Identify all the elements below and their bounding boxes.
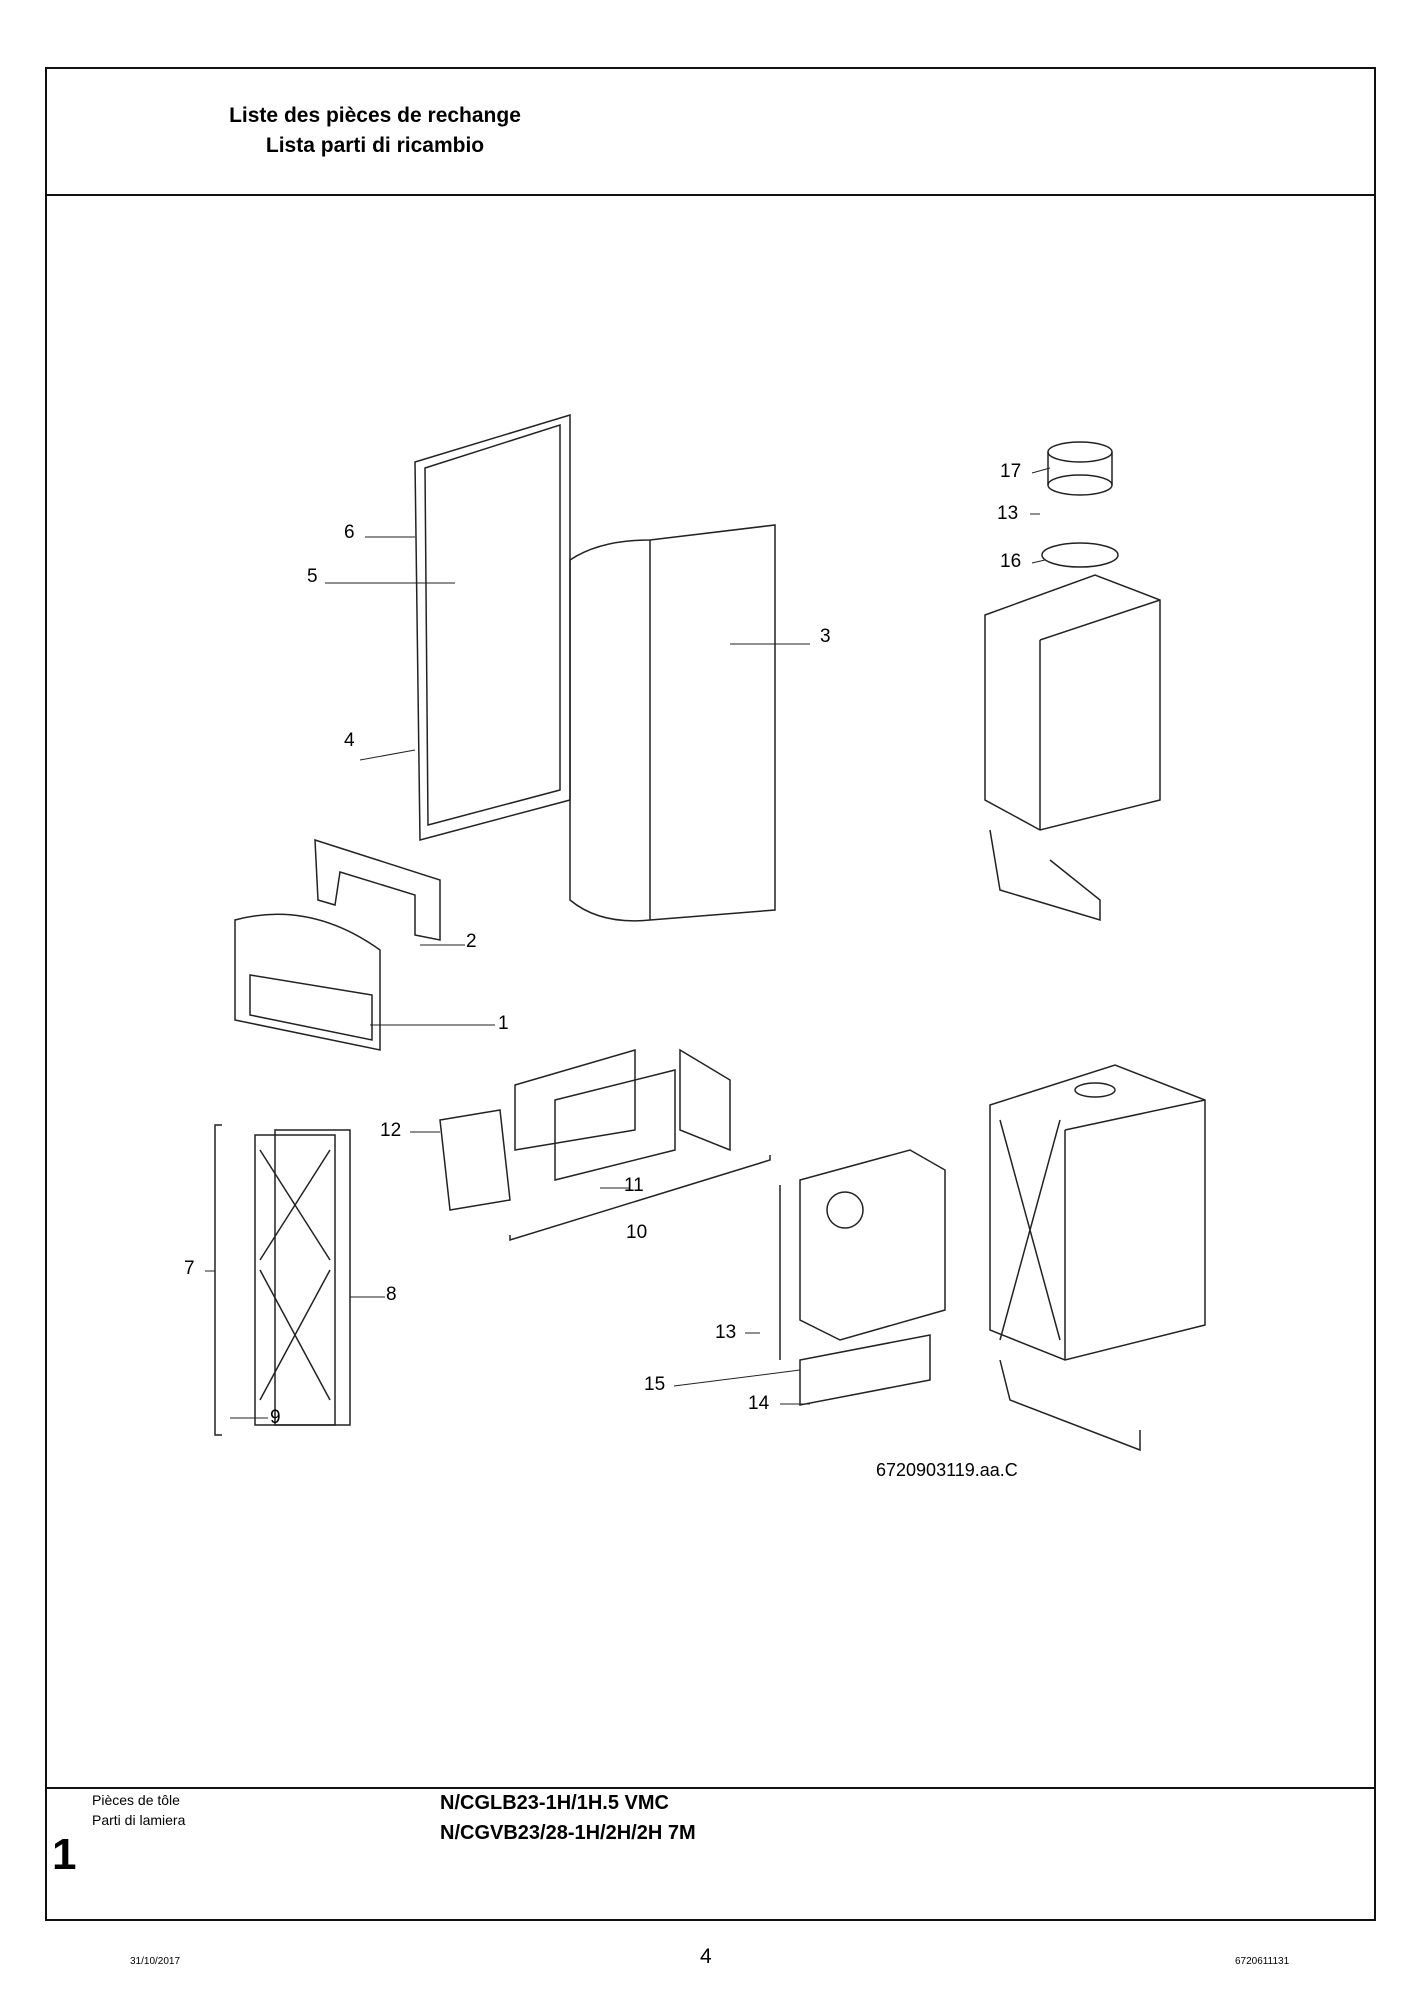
callout-2: 2	[466, 931, 477, 952]
callout-12: 12	[380, 1120, 402, 1141]
callout-3: 3	[820, 626, 831, 647]
model-line-1: N/CGLB23-1H/1H.5 VMC	[440, 1792, 669, 1814]
callout-13-top: 13	[997, 503, 1019, 524]
callout-4: 4	[344, 730, 355, 751]
document-id: 6720611131	[1235, 1956, 1290, 1967]
callout-8: 8	[386, 1284, 397, 1305]
part-1-front-cover	[234, 913, 381, 1051]
bracket-10	[509, 1155, 771, 1242]
section-number: 1	[52, 1830, 77, 1879]
callout-15: 15	[644, 1374, 666, 1395]
boiler-frame-top	[984, 574, 1161, 922]
footer-divider	[45, 1787, 1376, 1789]
callout-11: 11	[624, 1175, 644, 1196]
callout-6: 6	[344, 522, 355, 543]
boiler-frame-bottom	[989, 1064, 1206, 1452]
part-7-8-frame	[214, 1124, 351, 1436]
section-label-french: Pièces de tôle	[92, 1792, 180, 1808]
callout-17: 17	[1000, 461, 1022, 482]
part-3-casing	[569, 524, 776, 922]
leader-lines	[205, 467, 1051, 1419]
callout-1: 1	[498, 1013, 509, 1034]
section-label-italian: Parti di lamiera	[92, 1812, 186, 1828]
title-italian: Lista parti di ricambio	[265, 134, 485, 157]
part-16-17-flue	[1041, 441, 1119, 568]
part-2-bracket	[314, 838, 441, 941]
page-frame	[45, 67, 1376, 1921]
part-10-panels	[439, 1048, 731, 1211]
diagram-reference: 6720903119.aa.C	[876, 1460, 1018, 1480]
callout-7: 7	[184, 1258, 195, 1279]
callout-9: 9	[270, 1407, 281, 1428]
part-14-burner-housing	[779, 1149, 946, 1406]
model-line-2: N/CGVB23/28-1H/2H/2H 7M	[440, 1822, 696, 1844]
callout-14: 14	[748, 1393, 770, 1414]
print-date: 31/10/2017	[130, 1956, 181, 1967]
callout-10: 10	[626, 1222, 648, 1243]
callout-5: 5	[307, 566, 318, 587]
title-french: Liste des pièces de rechange	[229, 104, 521, 127]
part-6-back-panel	[414, 413, 571, 841]
page-number: 4	[700, 1945, 712, 1968]
callout-13-bottom: 13	[715, 1322, 737, 1343]
header-divider	[45, 194, 1376, 196]
callout-16: 16	[1000, 551, 1022, 572]
